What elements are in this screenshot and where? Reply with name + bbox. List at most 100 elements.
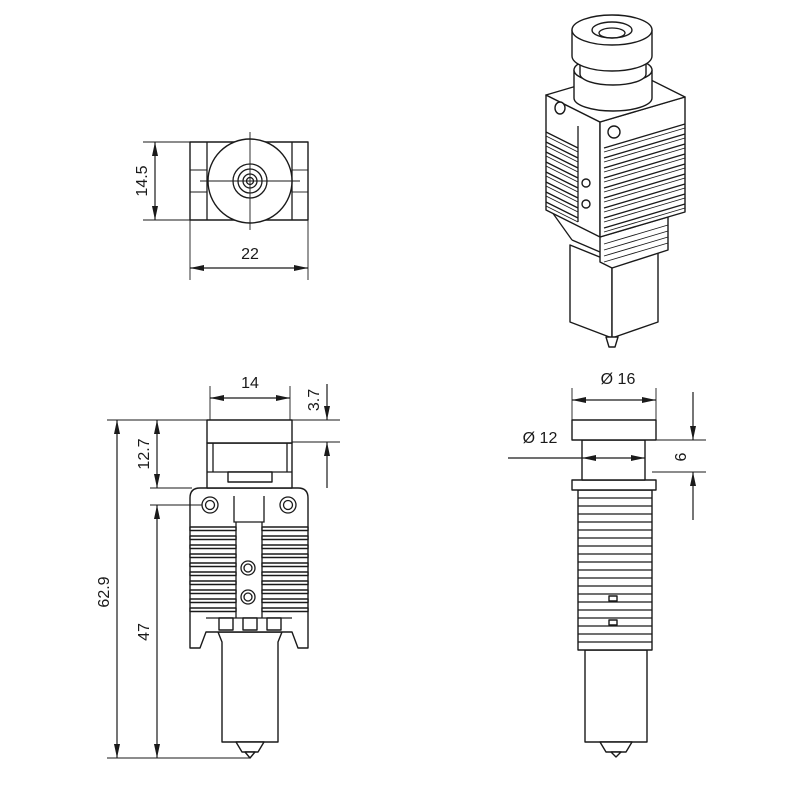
iso-thread-lines bbox=[603, 224, 669, 263]
iso-fin-right-line bbox=[603, 183, 686, 209]
iso-fin-right-line bbox=[603, 187, 686, 213]
front-fin-left bbox=[189, 589, 237, 595]
front-collar bbox=[206, 419, 293, 444]
front-base-slot bbox=[242, 617, 258, 631]
front-core-hole-lower-inner bbox=[243, 592, 253, 602]
side-core-mark bbox=[608, 619, 618, 626]
front-mount-hole-right bbox=[279, 496, 297, 514]
iso-fin-right-line bbox=[603, 173, 686, 199]
front-fin-right bbox=[261, 598, 309, 604]
collar-height-dimension-label: 3.7 bbox=[306, 389, 323, 411]
top-view-dimensions: 14.5 22 bbox=[134, 141, 309, 280]
side-neck bbox=[581, 439, 646, 481]
front-base-slot bbox=[218, 617, 234, 631]
iso-thread-line bbox=[603, 230, 669, 251]
body-height-dimension-label: 47 bbox=[136, 623, 153, 641]
iso-fin-left-line bbox=[545, 145, 579, 163]
iso-fin-right-line bbox=[603, 167, 686, 193]
front-fin-left bbox=[189, 553, 237, 559]
iso-fin-left-line bbox=[545, 191, 579, 209]
neck-length-dimension-label: 6 bbox=[673, 452, 690, 461]
iso-collar-bore-inner bbox=[598, 27, 626, 39]
front-fin-left bbox=[189, 607, 237, 613]
front-fin-left bbox=[189, 526, 237, 532]
side-view-dimensions: Ø 16 Ø 12 6 bbox=[508, 371, 706, 520]
collar-width-dimension-label: 14 bbox=[241, 375, 259, 392]
iso-nozzle-tip bbox=[605, 336, 619, 348]
front-mount-hole-left-inner bbox=[204, 499, 216, 511]
front-view-dimensions: 14 3.7 12.7 62.9 47 bbox=[96, 375, 340, 759]
iso-fin-right-line bbox=[603, 137, 686, 163]
iso-thread-line bbox=[603, 224, 669, 245]
iso-cutout-line bbox=[571, 239, 601, 253]
front-fin-right bbox=[261, 553, 309, 559]
iso-thread-line bbox=[603, 236, 669, 257]
front-fin-right bbox=[261, 589, 309, 595]
iso-fin-right-line bbox=[603, 147, 686, 173]
iso-fin-right-line bbox=[603, 197, 686, 223]
side-collar bbox=[571, 419, 657, 441]
front-fin-left bbox=[189, 562, 237, 568]
iso-fin-right-line bbox=[603, 157, 686, 183]
front-core-hole-upper-inner bbox=[243, 563, 253, 573]
front-core-hole-upper bbox=[240, 560, 256, 576]
iso-collar-bore bbox=[591, 21, 633, 39]
front-fin-right bbox=[261, 607, 309, 613]
front-base-slot bbox=[266, 617, 282, 631]
side-heater-body bbox=[584, 649, 648, 743]
front-mount-hole-right-inner bbox=[282, 499, 294, 511]
iso-fin-right-line bbox=[603, 193, 686, 219]
overall-height-dimension-label: 62.9 bbox=[96, 576, 113, 607]
iso-fin-left-line bbox=[545, 175, 579, 193]
front-fin-right bbox=[261, 571, 309, 577]
isometric-view bbox=[545, 14, 686, 348]
iso-fin-right-line bbox=[603, 133, 686, 159]
front-core-hole-lower bbox=[240, 589, 256, 605]
front-view bbox=[189, 419, 309, 759]
front-nozzle-tip bbox=[244, 751, 256, 759]
iso-fin-left-line bbox=[545, 135, 579, 153]
iso-fin-left-line bbox=[545, 131, 579, 149]
front-fin-right bbox=[261, 544, 309, 550]
iso-fin-left-line bbox=[545, 151, 579, 169]
front-fin-left bbox=[189, 544, 237, 550]
top-view bbox=[189, 132, 309, 230]
side-nozzle-tip bbox=[610, 751, 622, 758]
iso-fin-left-line bbox=[545, 141, 579, 159]
side-nozzle bbox=[599, 741, 633, 753]
front-fin-left bbox=[189, 571, 237, 577]
iso-mount-hole-right bbox=[607, 125, 621, 139]
front-fin-left bbox=[189, 535, 237, 541]
iso-fin-left-line bbox=[545, 205, 579, 223]
front-fin-left bbox=[189, 598, 237, 604]
iso-fins-right bbox=[603, 123, 686, 233]
iso-fin-left-line bbox=[545, 161, 579, 179]
front-fin-right bbox=[261, 562, 309, 568]
side-lower-collar bbox=[571, 479, 657, 491]
iso-fin-left-line bbox=[545, 155, 579, 173]
iso-fin-left-line bbox=[545, 171, 579, 189]
iso-fin-right-line bbox=[603, 123, 686, 149]
front-fin-right bbox=[261, 535, 309, 541]
iso-fins-left bbox=[545, 131, 579, 223]
side-core-mark bbox=[608, 595, 618, 602]
iso-fin-left-line bbox=[545, 181, 579, 199]
iso-core-hole-upper bbox=[581, 178, 591, 188]
iso-fin-left-line bbox=[545, 195, 579, 213]
front-neck-key bbox=[227, 471, 273, 483]
iso-core-hole-lower bbox=[581, 199, 591, 209]
side-fin-lines bbox=[578, 497, 652, 643]
front-fin-right bbox=[261, 526, 309, 532]
iso-fin-right-line bbox=[603, 163, 686, 189]
front-fin-right bbox=[261, 580, 309, 586]
width-dimension-label: 22 bbox=[241, 246, 259, 263]
iso-fin-right-line bbox=[603, 203, 686, 229]
front-nozzle bbox=[235, 741, 265, 753]
iso-fin-right-line bbox=[603, 127, 686, 153]
iso-fin-left-line bbox=[545, 165, 579, 183]
depth-dimension-label: 14.5 bbox=[134, 165, 151, 196]
iso-mount-hole-left bbox=[554, 101, 566, 115]
iso-fin-left-line bbox=[545, 185, 579, 203]
iso-fin-right-line bbox=[603, 207, 686, 233]
